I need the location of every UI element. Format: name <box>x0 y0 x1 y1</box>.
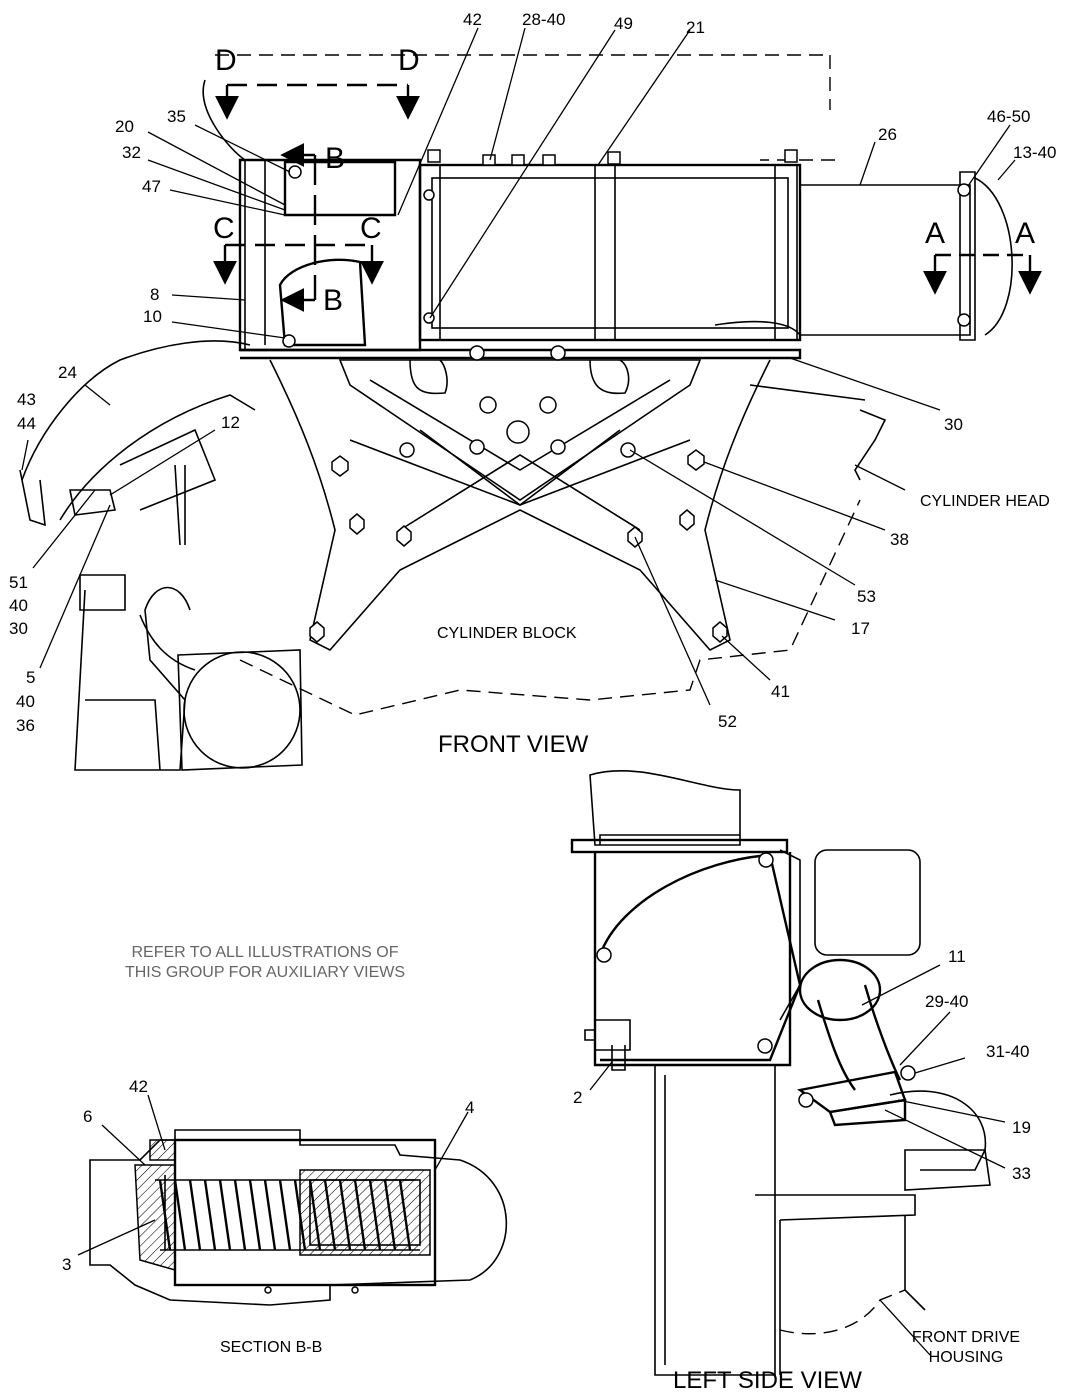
front-view-title: FRONT VIEW <box>438 731 589 758</box>
left-side-view-drawing <box>570 770 991 1376</box>
callout-2: 2 <box>573 1088 582 1107</box>
callout-33: 33 <box>1012 1164 1031 1183</box>
note-line-1: REFER TO ALL ILLUSTRATIONS OF <box>131 944 398 961</box>
callout-12: 12 <box>221 413 240 432</box>
callout-31-40: 31-40 <box>986 1042 1029 1061</box>
callout-51: 51 <box>9 573 28 592</box>
front-view-drawing <box>19 54 1013 771</box>
left-side-view-title: LEFT SIDE VIEW <box>673 1367 862 1394</box>
callout-13-40: 13-40 <box>1013 143 1056 162</box>
label-front-drive: FRONT DRIVE <box>912 1329 1020 1346</box>
section-bb-drawing <box>89 1129 508 1306</box>
callout-29-40: 29-40 <box>925 992 968 1011</box>
callout-43: 43 <box>17 390 36 409</box>
section-marker-d-left: D <box>215 44 237 77</box>
callout-21: 21 <box>686 18 705 37</box>
section-marker-b-top: B <box>325 142 345 175</box>
callout-6: 6 <box>83 1107 92 1126</box>
callout-30-left: 30 <box>9 619 28 638</box>
callout-28-40: 28-40 <box>522 10 565 29</box>
callout-41: 41 <box>771 682 790 701</box>
compression-spring <box>155 1179 420 1251</box>
section-bb-leaders <box>77 1094 469 1256</box>
callout-35: 35 <box>167 107 186 126</box>
callout-40-a: 40 <box>9 596 28 615</box>
section-marker-a-left: A <box>925 217 945 250</box>
section-marker-c-left: C <box>213 212 235 245</box>
callout-47: 47 <box>142 177 161 196</box>
callout-40-b: 40 <box>16 692 35 711</box>
front-view-leaders <box>21 27 1016 706</box>
callout-36: 36 <box>16 716 35 735</box>
callout-30-right: 30 <box>944 415 963 434</box>
callout-26: 26 <box>878 125 897 144</box>
callout-42-section: 42 <box>129 1077 148 1096</box>
callout-20: 20 <box>115 117 134 136</box>
callout-3: 3 <box>62 1255 71 1274</box>
callout-52: 52 <box>718 712 737 731</box>
callout-42-top: 42 <box>463 10 482 29</box>
callout-46-50: 46-50 <box>987 107 1030 126</box>
left-side-leaders <box>589 964 1006 1356</box>
label-cylinder-block: CYLINDER BLOCK <box>437 625 577 642</box>
section-marker-d-right: D <box>398 44 420 77</box>
label-cylinder-head: CYLINDER HEAD <box>920 493 1050 510</box>
label-housing: HOUSING <box>929 1349 1004 1366</box>
callout-32: 32 <box>122 143 141 162</box>
section-marker-a-right: A <box>1015 217 1035 250</box>
callout-49: 49 <box>614 14 633 33</box>
callout-24: 24 <box>58 363 77 382</box>
callout-11: 11 <box>948 947 966 966</box>
note-line-2: THIS GROUP FOR AUXILIARY VIEWS <box>125 964 405 981</box>
section-marker-c-right: C <box>360 212 382 245</box>
section-markers <box>213 83 1042 312</box>
section-marker-b-bottom: B <box>323 284 343 317</box>
callout-8: 8 <box>150 285 159 304</box>
callout-17: 17 <box>851 619 870 638</box>
callout-5: 5 <box>26 668 35 687</box>
callout-10: 10 <box>143 307 162 326</box>
callout-38: 38 <box>890 530 909 549</box>
callout-44: 44 <box>17 414 36 433</box>
callout-53: 53 <box>857 587 876 606</box>
callout-19: 19 <box>1012 1118 1031 1137</box>
callout-4: 4 <box>465 1098 474 1117</box>
section-bb-title: SECTION B-B <box>220 1339 322 1356</box>
